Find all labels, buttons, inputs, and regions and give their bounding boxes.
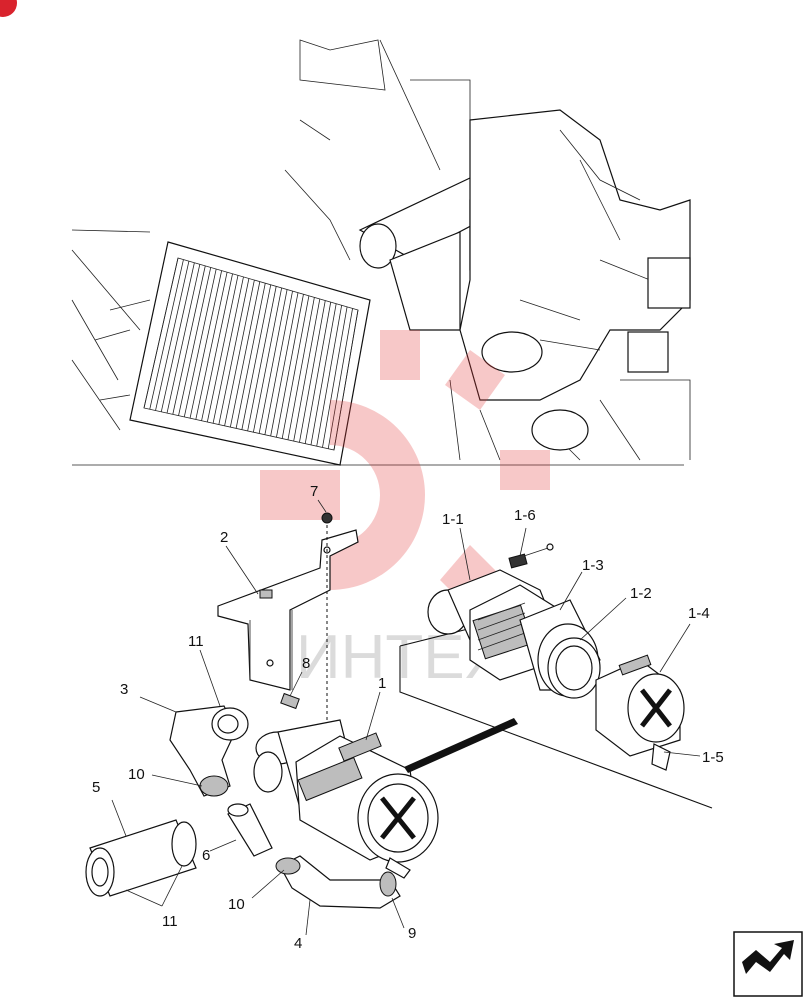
radiator-fin xyxy=(258,289,288,434)
engine-block xyxy=(449,109,691,461)
radiator-fin xyxy=(189,270,223,419)
callout-1-1: 1-1 xyxy=(442,511,464,528)
callout-8: 8 xyxy=(302,655,310,672)
part-sensor-1-6 xyxy=(508,543,554,569)
part-bracket xyxy=(217,529,359,691)
radiator-fin xyxy=(276,294,304,438)
radiator-fin xyxy=(270,292,299,437)
part-elbow-4 xyxy=(275,855,401,909)
radiator-fin xyxy=(172,265,206,415)
corner-badge-icon xyxy=(0,0,17,17)
radiator-fin xyxy=(229,281,261,428)
radiator-fin xyxy=(287,297,315,440)
callout-6: 6 xyxy=(202,847,210,864)
radiator-fin xyxy=(149,259,184,410)
part-hose-5 xyxy=(85,819,197,897)
radiator-fin xyxy=(253,287,283,433)
callout-1-2: 1-2 xyxy=(630,585,652,602)
radiator-fin xyxy=(206,275,239,423)
engine-assembly-overview xyxy=(71,39,691,466)
callout-9: 9 xyxy=(408,925,416,942)
radiator-fin xyxy=(281,295,310,439)
part-valve-1-5 xyxy=(651,743,671,771)
leader-lines xyxy=(111,499,701,936)
radiator-fin xyxy=(178,267,212,416)
radiator-fin xyxy=(293,298,321,442)
radiator-fin xyxy=(235,283,266,429)
direction-arrow-icon[interactable] xyxy=(733,931,803,997)
callout-4: 4 xyxy=(294,935,302,952)
radiator-fin xyxy=(224,279,255,426)
part-inner-element-1-2 xyxy=(547,637,601,699)
callout-1-3: 1-3 xyxy=(582,557,604,574)
callout-7: 7 xyxy=(310,483,318,500)
radiator-fin xyxy=(322,306,348,448)
part-air-cleaner-1 xyxy=(253,719,439,879)
radiator-fin xyxy=(247,286,277,431)
part-bolt-7 xyxy=(321,512,333,760)
part-bolt-8 xyxy=(280,692,300,710)
callout-1: 1 xyxy=(378,675,386,692)
callout-10-left: 10 xyxy=(128,766,145,783)
callout-1-6: 1-6 xyxy=(514,507,536,524)
radiator-fin xyxy=(316,305,343,447)
callout-1-4: 1-4 xyxy=(688,605,710,622)
part-elbow-3 xyxy=(169,705,249,797)
radiator-fin xyxy=(155,261,190,411)
part-cover-1-4 xyxy=(595,654,685,757)
callout-10-bottom: 10 xyxy=(228,896,245,913)
callout-11-top: 11 xyxy=(188,633,204,650)
radiator-fin xyxy=(241,284,272,430)
radiator-fin xyxy=(212,276,244,424)
radiator-fin xyxy=(218,278,250,425)
callout-2: 2 xyxy=(220,529,228,546)
radiator-fin xyxy=(264,291,293,435)
radiator-fin xyxy=(299,300,326,443)
radiator-fin xyxy=(195,272,228,420)
radiator-fin xyxy=(201,273,233,421)
part-hose-6 xyxy=(227,803,273,857)
radiator-fin xyxy=(160,262,195,412)
radiator-fin xyxy=(166,264,201,414)
callout-5: 5 xyxy=(92,779,100,796)
callout-1-5: 1-5 xyxy=(702,749,724,766)
callout-11-bottom: 11 xyxy=(162,913,178,930)
callout-3: 3 xyxy=(120,681,128,698)
radiator-fin xyxy=(183,268,217,417)
radiator xyxy=(129,241,371,466)
radiator-fin xyxy=(327,308,353,449)
radiator-fin xyxy=(304,302,332,444)
radiator-fin xyxy=(310,303,337,445)
